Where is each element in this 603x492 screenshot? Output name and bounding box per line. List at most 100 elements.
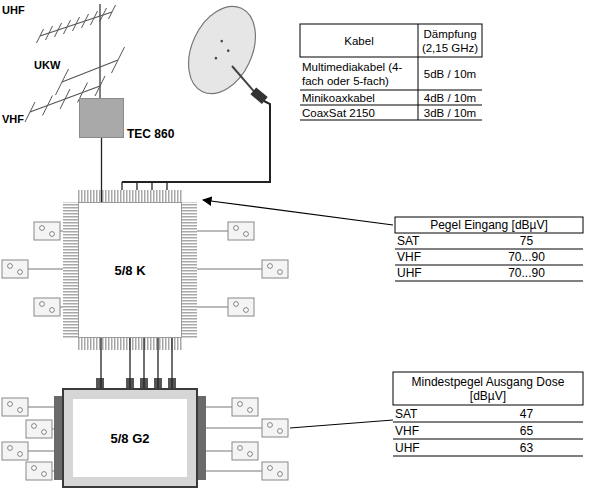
outlet-jack: [8, 446, 13, 451]
outlet-cable: [206, 451, 232, 452]
table-cell: CoaxSat 2150: [302, 105, 418, 120]
outlet-jack: [18, 408, 23, 413]
switch-fins: [78, 190, 182, 202]
outlet-jack: [278, 270, 283, 275]
cable-line: [143, 338, 144, 388]
outlet-cable: [197, 231, 228, 232]
sat-cable: [122, 101, 270, 182]
outlet-cable: [28, 407, 54, 408]
table-header: Kabel: [300, 24, 418, 57]
satellite-dish: [175, 0, 268, 104]
outlet-jack: [234, 226, 239, 231]
outlet: [34, 222, 60, 240]
table-grid: [395, 217, 583, 281]
outlet: [228, 298, 254, 316]
outlet-cable: [28, 269, 63, 270]
outlet-cable: [197, 307, 228, 308]
outlet-jack: [40, 226, 45, 231]
multiswitch-box: 5/8 G2: [62, 388, 198, 488]
outlet-jack: [238, 402, 243, 407]
outlet: [34, 298, 60, 316]
table-header: Mindestpegel Ausgang Dose [dBµV]: [393, 372, 583, 405]
table-cell: VHF: [397, 249, 469, 265]
table-cell: 4dB / 10m: [418, 90, 482, 105]
leader-arrow: [203, 200, 393, 225]
antenna-band-label: VHF: [2, 112, 42, 126]
switch-fins: [63, 202, 78, 338]
cable-line: [100, 338, 101, 388]
node-label: TEC 860: [127, 127, 174, 141]
outlet-jack: [18, 270, 23, 275]
table-header: Pegel Eingang [dBµV]: [395, 217, 583, 233]
cable-connector: [101, 338, 172, 388]
table-cell: 5dB / 10m: [418, 57, 482, 90]
outlet: [228, 222, 254, 240]
leader-line: [290, 420, 393, 428]
outlet-jack: [32, 466, 37, 471]
outlet-jack: [268, 466, 273, 471]
table-cell: UHF: [395, 439, 467, 456]
antenna-boom: [62, 60, 118, 82]
table-cell: 75: [470, 233, 583, 249]
outlet-jack: [278, 472, 283, 477]
table-cell: 47: [470, 405, 583, 422]
outlet: [2, 398, 28, 416]
table-cell: Minikoaxkabel: [302, 90, 418, 105]
outlet-jack: [8, 402, 13, 407]
table-grid: [300, 24, 482, 120]
f-connector: [96, 378, 104, 388]
table-cell: 65: [470, 422, 583, 439]
outlet: [262, 260, 288, 278]
table-cell: 70...90: [470, 249, 583, 265]
outlet-cable: [197, 269, 262, 270]
outlet: [232, 442, 258, 460]
cable-connector: [101, 138, 102, 202]
outlet: [262, 462, 288, 480]
outlet-cable: [206, 428, 262, 429]
antenna-boom: [40, 12, 112, 36]
outlet-cable: [28, 451, 54, 452]
outlet-jack: [50, 232, 55, 237]
cable-line: [101, 138, 102, 202]
outlet-jack: [268, 423, 273, 428]
outlet: [26, 462, 52, 480]
outlet: [2, 442, 28, 460]
switch-side: [197, 396, 206, 480]
outlet-jack: [248, 452, 253, 457]
outlet: [232, 398, 258, 416]
table-cell: UHF: [397, 265, 469, 281]
antenna-band-label: UKW: [34, 58, 74, 72]
outlet-jack: [268, 264, 273, 269]
outlet-jack: [32, 424, 37, 429]
multiswitch-box: 5/8 K: [78, 202, 182, 338]
table-cell: SAT: [397, 233, 469, 249]
cable-line: [171, 338, 172, 388]
lnb-arm: [232, 66, 257, 95]
node-label: 5/8 G2: [110, 431, 149, 446]
table-cell: 3dB / 10m: [418, 105, 482, 120]
table-cell: SAT: [395, 405, 467, 422]
outlet-jack: [40, 302, 45, 307]
outlet-jack: [8, 264, 13, 269]
outlet: [262, 419, 288, 437]
table-cell: 70...90: [470, 265, 583, 281]
outlet-jack: [50, 308, 55, 313]
antenna-band-label: UHF: [2, 3, 42, 17]
cable-line: [157, 338, 158, 388]
outlet: [26, 420, 52, 438]
table-cell: VHF: [395, 422, 467, 439]
outlet-jack: [244, 232, 249, 237]
outlet-jack: [234, 302, 239, 307]
outlet-jack: [18, 452, 23, 457]
amplifier-box: TEC 860: [79, 98, 124, 138]
outlet-cable: [206, 407, 232, 408]
cable-line: [129, 338, 130, 388]
table-cell: 63: [470, 439, 583, 456]
switch-fins: [182, 202, 197, 338]
outlet-jack: [42, 430, 47, 435]
outlet-jack: [42, 472, 47, 477]
outlet-cable: [206, 471, 262, 472]
outlet-jack: [244, 308, 249, 313]
node-label: 5/8 K: [114, 263, 145, 278]
